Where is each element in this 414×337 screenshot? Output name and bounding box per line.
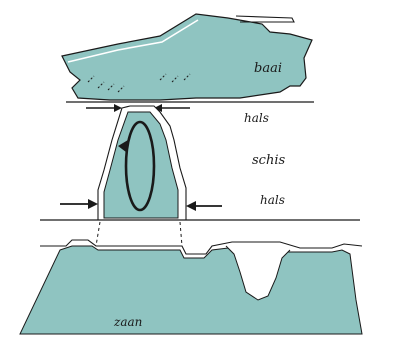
base-outline [40, 239, 363, 255]
lower-right-arrow-icon [186, 201, 222, 211]
base: zaan [19, 239, 363, 335]
top-block-notch-line [235, 15, 295, 23]
top-block-hatch-right [159, 73, 191, 83]
dashed-guide-right [179, 221, 183, 247]
top-block-inner-stroke [67, 19, 199, 63]
top-block-shape [61, 13, 313, 101]
upper-neck: hals [86, 104, 269, 125]
base-notch-outline [225, 245, 291, 301]
upper-left-arrow-icon [86, 104, 122, 112]
label-top-block: baai [254, 61, 282, 76]
top-block: baai [61, 13, 314, 103]
shaft-shape [103, 111, 179, 219]
upper-right-arrow-icon [154, 104, 190, 112]
base-shape [19, 245, 363, 335]
loop-arrow-icon [118, 120, 156, 212]
top-block-hatch-left [87, 75, 125, 93]
lower-neck: hals [40, 193, 360, 247]
lower-left-arrow-icon [60, 199, 98, 209]
label-shaft: schis [252, 153, 285, 168]
label-base: zaan [113, 315, 142, 329]
label-lower-neck: hals [260, 193, 285, 207]
shaft: schis [97, 105, 285, 221]
label-upper-neck: hals [244, 111, 269, 125]
dashed-guide-left [95, 221, 101, 247]
